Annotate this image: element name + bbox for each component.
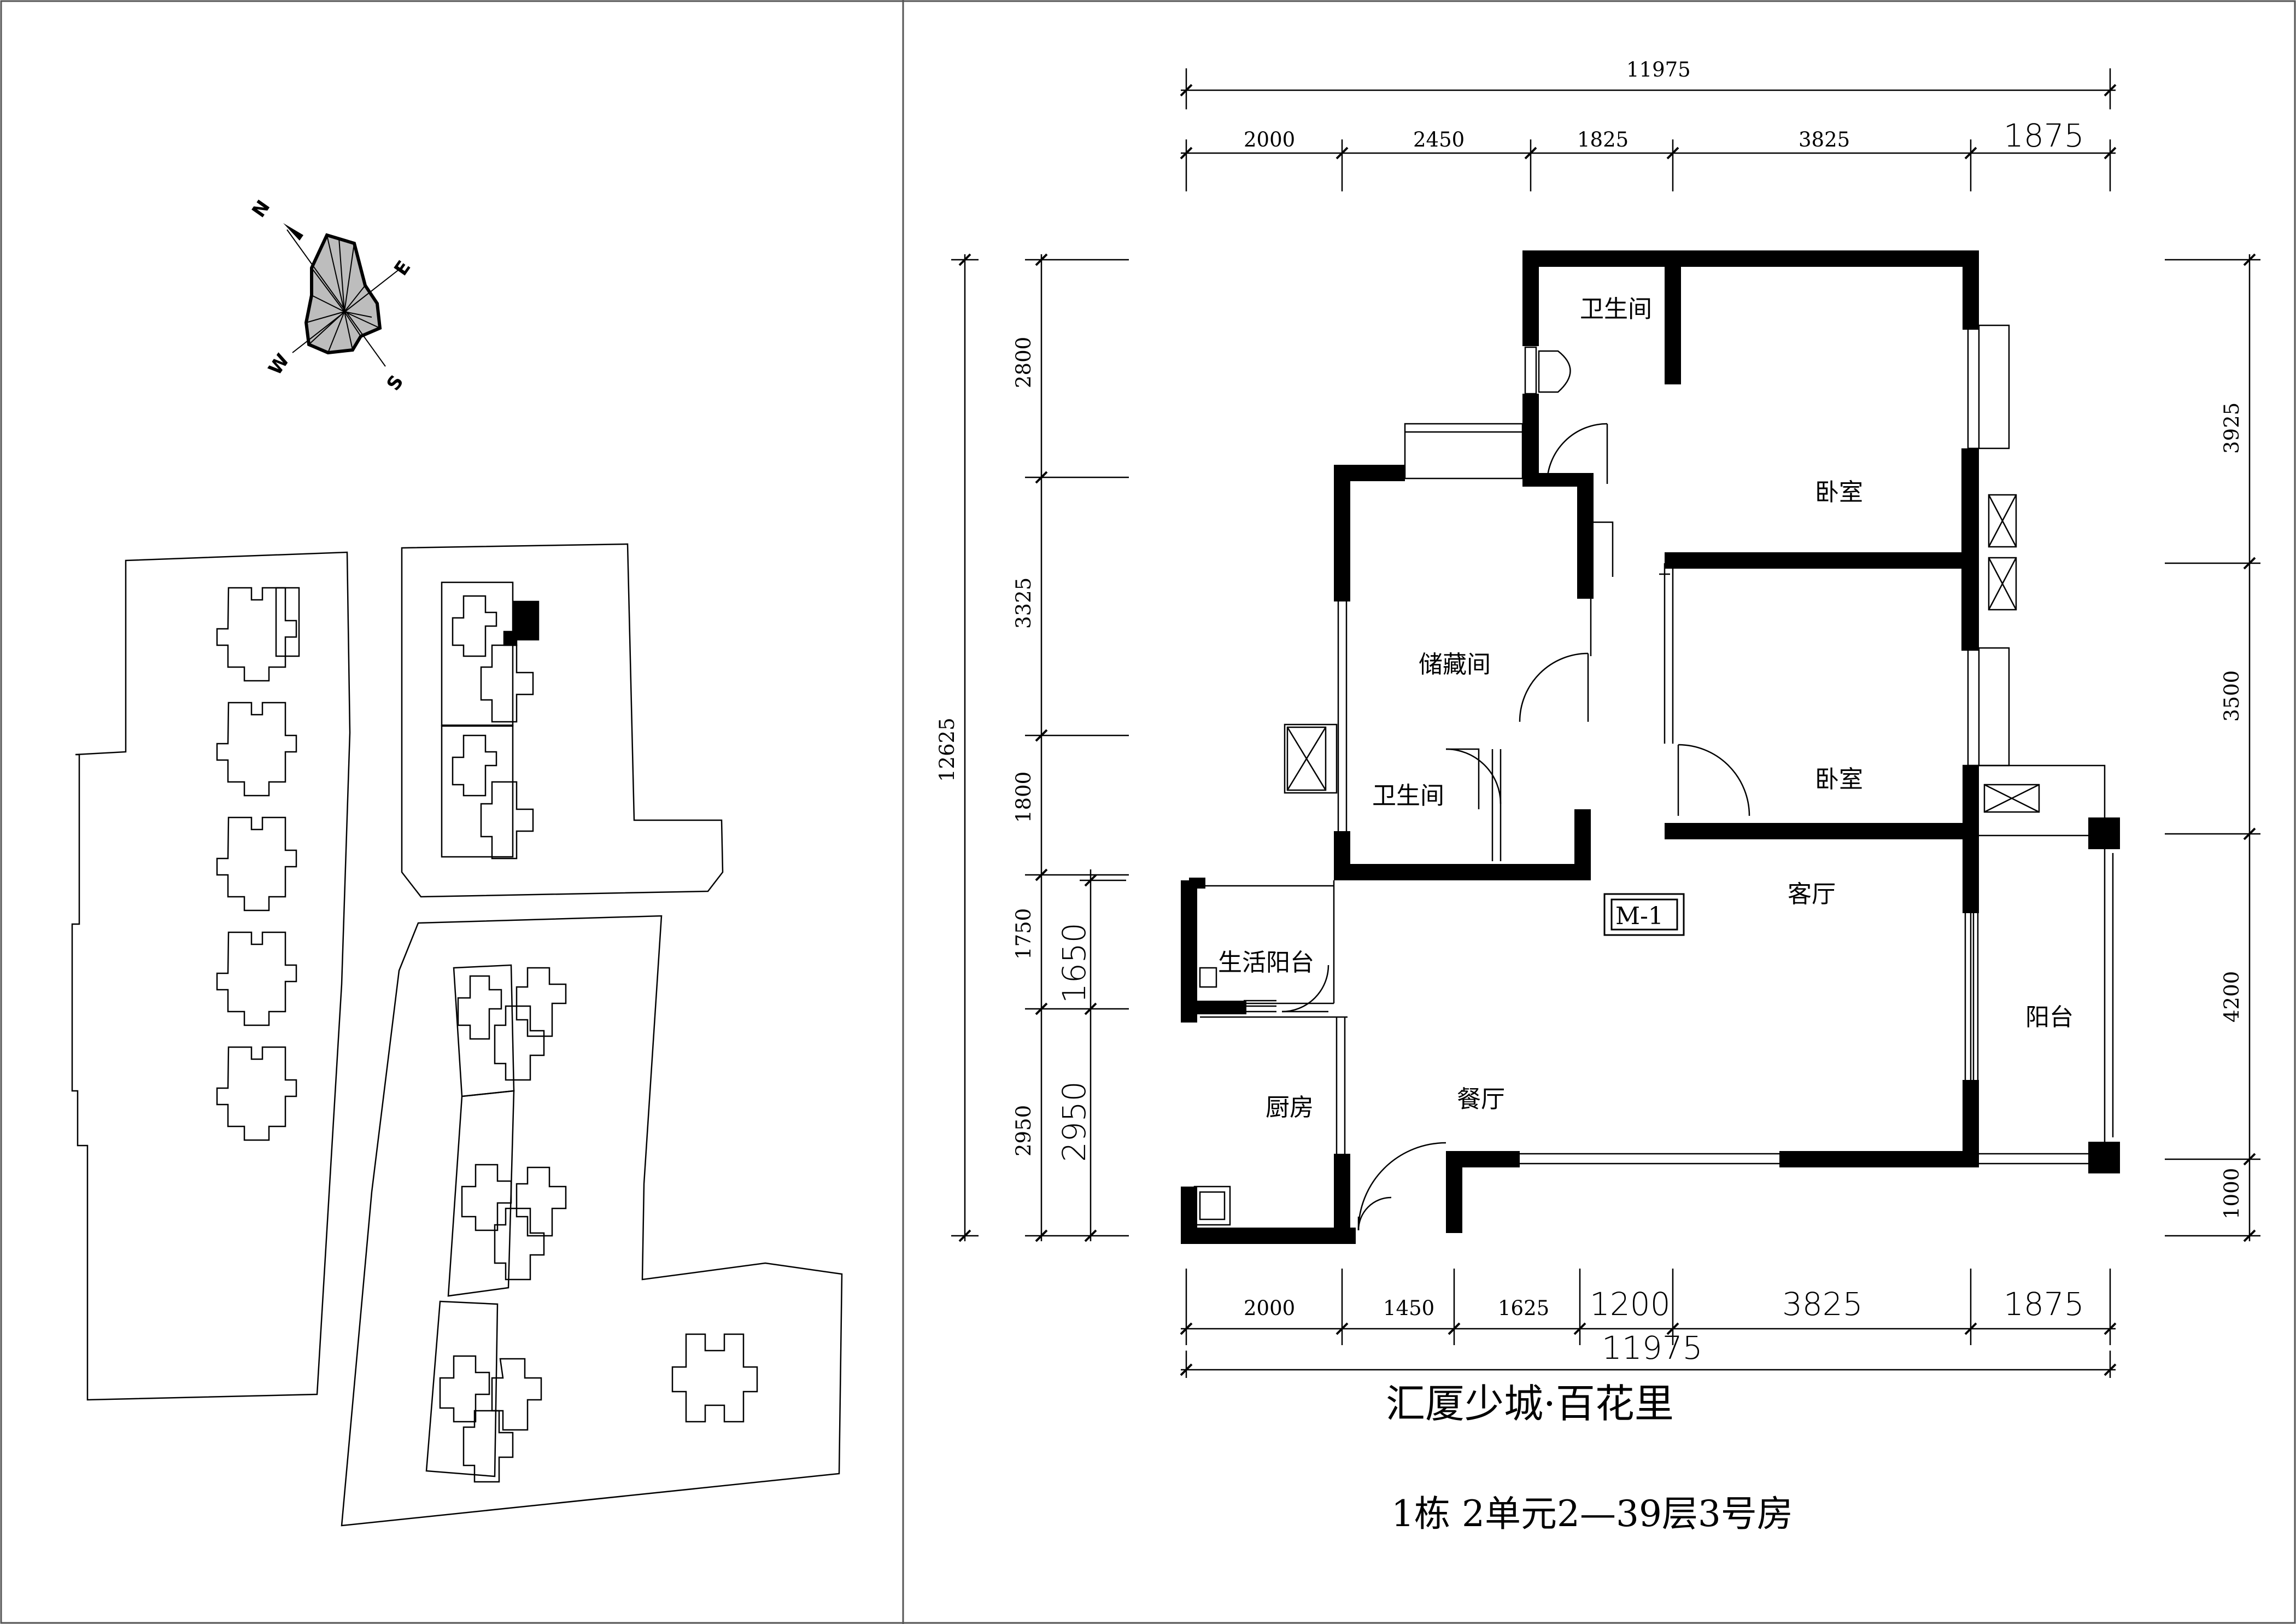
dim-top-3: 3825 [1799,128,1850,151]
dim-bottom-total: 11975 [1602,1329,1703,1366]
dim-top-total: 11975 [1626,58,1691,81]
dim-top-0: 2000 [1244,128,1295,151]
compass-e: E [390,257,415,280]
room-dining: 餐厅 [1457,1085,1505,1113]
dimension-labels: 11975 2000 2450 1825 3825 1875 2000 1450… [935,58,2244,1366]
site-parcel-south [341,915,843,1527]
room-service-balcony: 生活阳台 [1218,949,1314,977]
room-bedroom-2: 卧室 [1815,766,1863,793]
dimension-ticks [958,84,2256,1376]
dim-right-1: 3500 [2220,670,2244,722]
dim-top-1: 2450 [1413,128,1465,151]
wind-rose-icon [286,229,405,367]
tag-label: M-1 [1615,902,1664,930]
dim-top-2: 1825 [1577,128,1629,151]
tower-column-south [425,964,758,1483]
floor-plan: M-1 卫生间 卧室 储藏间 卧室 卫生间 客厅 生活阳台 阳台 厨房 餐厅 [1181,250,2120,1244]
dim-bottom-0: 2000 [1244,1296,1295,1320]
dim-left-inner-0: 1650 [1056,922,1093,1003]
room-bedroom-1: 卧室 [1815,478,1863,506]
room-bathroom-top: 卫生间 [1580,295,1652,323]
dim-left-4: 2950 [1012,1105,1035,1156]
highlighted-building [503,600,540,646]
room-labels: 卫生间 卧室 储藏间 卧室 卫生间 客厅 生活阳台 阳台 厨房 餐厅 [1218,295,2074,1121]
unit-label: 1栋 2单元2—39层3号房 [1391,1493,1793,1535]
north-arrow-icon [283,223,303,241]
room-bathroom-mid: 卫生间 [1372,782,1444,810]
room-kitchen: 厨房 [1266,1094,1314,1121]
walls [1181,250,2120,1244]
tag-box-m1: M-1 [1603,893,1685,936]
dim-left-total: 12625 [935,717,959,782]
compass-n: N [248,196,274,221]
dim-left-1: 3325 [1012,577,1035,629]
dim-right-0: 3925 [2220,402,2244,454]
dim-bottom-2: 1625 [1498,1296,1549,1320]
dim-right-2: 4200 [2220,971,2244,1023]
room-balcony: 阳台 [2025,1003,2074,1031]
dim-bottom-4: 3825 [1782,1286,1863,1323]
project-title: 汇厦少城·百花里 [1386,1381,1674,1427]
room-living: 客厅 [1788,880,1836,908]
dim-left-0: 2800 [1012,337,1035,388]
site-parcel-north [401,543,724,898]
dim-top-4: 1875 [2004,117,2084,154]
dim-left-3: 1750 [1012,908,1035,960]
site-plan [71,543,843,1527]
dim-left-2: 1800 [1012,772,1035,823]
dim-bottom-5: 1875 [2004,1286,2084,1323]
compass: N E W S [248,196,415,395]
dimension-lines [951,68,2260,1378]
compass-s: S [383,371,408,395]
dim-left-inner-1: 2950 [1056,1081,1093,1162]
dim-bottom-3: 1200 [1590,1286,1671,1323]
tower-column-west [216,587,300,1141]
dim-right-3: 1000 [2220,1168,2244,1219]
compass-w: W [264,350,294,379]
dim-bottom-1: 1450 [1383,1296,1434,1320]
room-storage: 储藏间 [1419,651,1491,679]
tower-column-north [441,581,534,860]
site-parcel-west [71,551,351,1401]
